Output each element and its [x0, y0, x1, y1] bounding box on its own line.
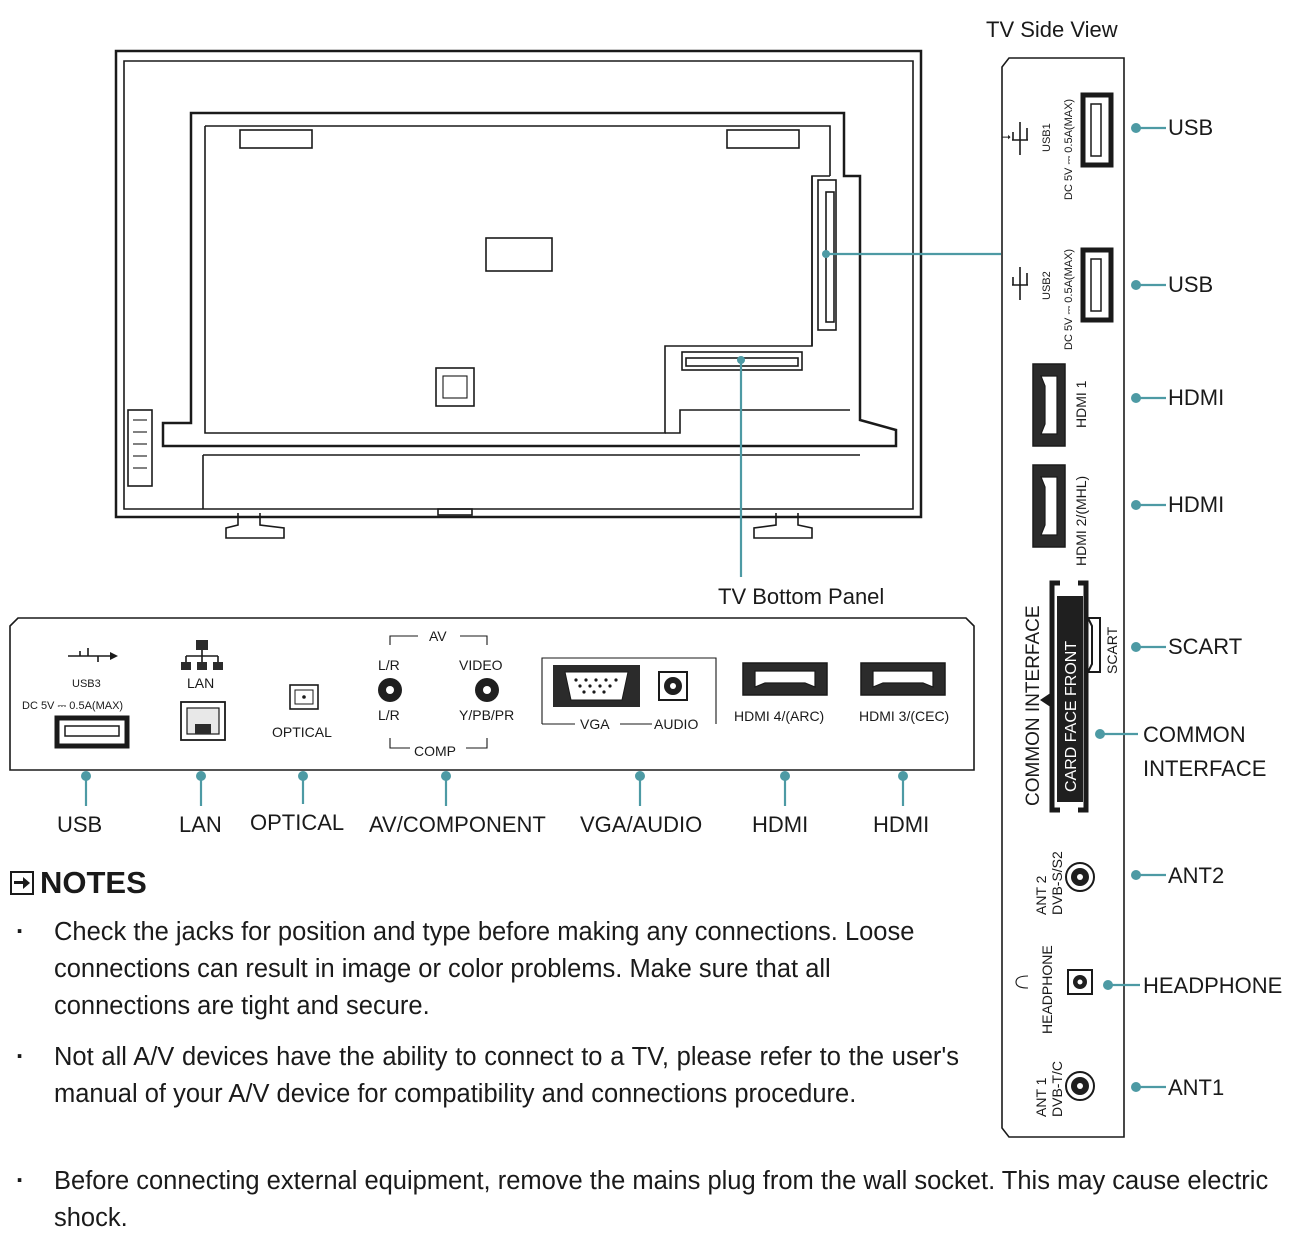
av-video-label: VIDEO: [459, 657, 503, 673]
scart-port[interactable]: [1086, 617, 1101, 673]
callout-ant2: ANT2: [1168, 863, 1224, 888]
lan-icon: [181, 640, 223, 670]
callout-lan: LAN: [179, 812, 222, 837]
callout-scart: SCART: [1168, 634, 1242, 659]
note-item: Check the jacks for position and type be…: [16, 914, 959, 1025]
callout-av-component: AV/COMPONENT: [369, 812, 546, 837]
usb1-port-label: USB1: [1041, 123, 1053, 152]
hdmi3-port-label: HDMI 3/(CEC): [859, 708, 949, 724]
callout-usb: USB: [57, 812, 102, 837]
ant1-port-label: ANT 1: [1033, 1077, 1049, 1117]
scart-port-label: SCART: [1104, 626, 1120, 674]
common-interface-slot[interactable]: [1057, 596, 1083, 802]
usb-icon: [68, 648, 118, 662]
lan-port-label: LAN: [187, 675, 214, 691]
ant2-port-label: ANT 2: [1033, 875, 1049, 915]
side-view-label: TV Side View: [986, 17, 1118, 42]
callout-common-interface-2: INTERFACE: [1143, 756, 1266, 781]
audio-label: AUDIO: [654, 716, 698, 732]
callout-hdmi-a: HDMI: [752, 812, 808, 837]
comp-lr-label: L/R: [378, 707, 400, 723]
callout-usb-2: USB: [1168, 272, 1213, 297]
comp-ypbpr-label: Y/PB/PR: [459, 707, 514, 723]
av-lr-label: L/R: [378, 657, 400, 673]
note-arrow-icon: [10, 871, 34, 895]
optical-port-label: OPTICAL: [272, 724, 332, 740]
bottom-panel: USB3 DC 5V ⎓ 0.5A(MAX) LAN OPTICAL AV L/…: [9, 617, 975, 771]
card-face-front-label: CARD FACE FRONT: [1063, 641, 1080, 792]
tv-back-illustration: [114, 49, 923, 539]
comp-group-label: COMP: [414, 743, 456, 759]
notes-heading: NOTES: [10, 865, 147, 901]
callout-common-interface-1: COMMON: [1143, 722, 1246, 747]
callout-headphone: HEADPHONE: [1143, 973, 1282, 998]
usb-icon: ⭣: [999, 134, 1013, 140]
callout-vga-audio: VGA/AUDIO: [580, 812, 702, 837]
callout-hdmi-b: HDMI: [873, 812, 929, 837]
usb2-rating: DC 5V ⎓ 0.5A(MAX): [1063, 249, 1075, 350]
ant1-type-label: DVB-T/C: [1049, 1061, 1065, 1117]
bottom-panel-label: TV Bottom Panel: [718, 584, 884, 609]
callout-optical: OPTICAL: [250, 810, 344, 835]
usb3-port-label: USB3: [72, 678, 101, 690]
headphone-port-label: HEADPHONE: [1039, 945, 1055, 1034]
note-item: Not all A/V devices have the ability to …: [16, 1039, 959, 1113]
usb-icon: [1012, 122, 1028, 155]
audio-in-port[interactable]: [658, 671, 688, 701]
callout-ant1: ANT1: [1168, 1075, 1224, 1100]
note-item: Before connecting external equipment, re…: [16, 1163, 1284, 1237]
callout-hdmi-1: HDMI: [1168, 385, 1224, 410]
usb3-rating: DC 5V ⎓ 0.5A(MAX): [22, 700, 123, 712]
av-group-label: AV: [429, 628, 447, 644]
usb-icon: [1012, 267, 1028, 300]
callout-usb-1: USB: [1168, 115, 1213, 140]
bottom-callouts: USB LAN OPTICAL AV/COMPONENT VGA/AUDIO H…: [57, 771, 929, 837]
ant2-type-label: DVB-S/S2: [1049, 851, 1065, 915]
hdmi1-port-label: HDMI 1: [1073, 380, 1089, 428]
callout-hdmi-2: HDMI: [1168, 492, 1224, 517]
vga-label: VGA: [580, 716, 610, 732]
usb2-port-label: USB2: [1041, 271, 1053, 300]
usb1-rating: DC 5V ⎓ 0.5A(MAX): [1063, 99, 1075, 200]
headphone-icon: [1015, 975, 1029, 989]
common-interface-port-label: COMMON INTERFACE: [1023, 605, 1044, 806]
notes-title: NOTES: [40, 865, 147, 900]
hdmi4-port-label: HDMI 4/(ARC): [734, 708, 824, 724]
hdmi2-port-label: HDMI 2/(MHL): [1073, 476, 1089, 566]
side-panel: ⭣ USB1 DC 5V ⎓ 0.5A(MAX) USB2 DC 5V ⎓ 0.…: [999, 57, 1125, 1138]
side-callouts: USB USB HDMI HDMI SCART COMMON INTERFACE…: [1095, 115, 1282, 1100]
insert-arrow-icon: [1040, 692, 1052, 708]
